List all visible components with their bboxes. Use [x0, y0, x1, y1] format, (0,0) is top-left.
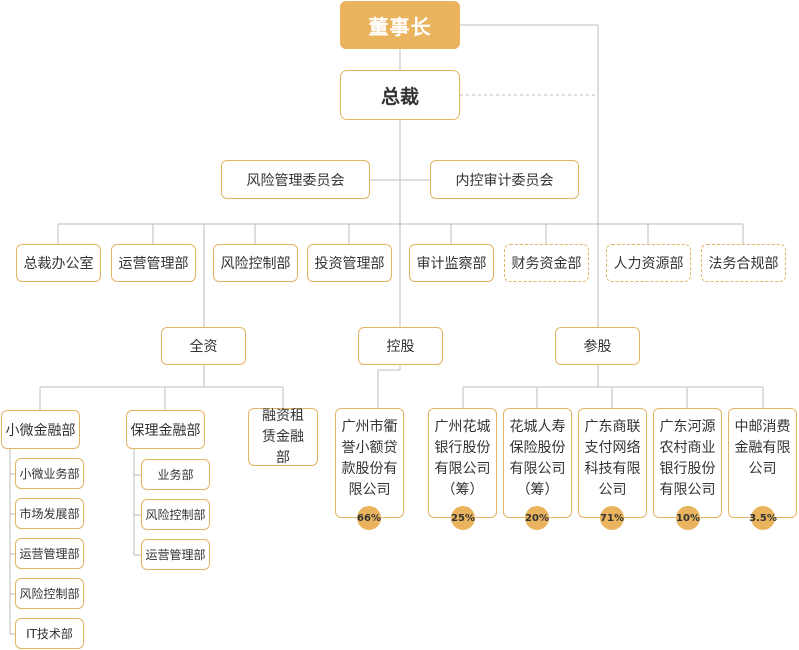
dept-finance: 财务资金部 [504, 244, 589, 282]
company-heyuan-bank: 广东河源农村商业银行股份有限公司 [653, 408, 722, 518]
company-shanglian-pay: 广东商联支付网络科技有限公司 [578, 408, 647, 518]
sub-risk-control: 风险控制部 [15, 578, 84, 609]
dept-hr: 人力资源部 [606, 244, 691, 282]
unit-micro-finance: 小微金融部 [1, 410, 80, 449]
dept-risk-control: 风险控制部 [213, 244, 298, 282]
company-name: 广东商联支付网络科技有限公司 [584, 419, 641, 498]
share-badge: 71% [600, 506, 624, 530]
sub-market-development: 市场发展部 [15, 498, 84, 529]
group-wholly-owned: 全资 [161, 327, 246, 365]
dept-operations: 运营管理部 [111, 244, 196, 282]
committee-risk-management: 风险管理委员会 [221, 160, 370, 199]
dept-legal: 法务合规部 [701, 244, 786, 282]
dept-investment: 投资管理部 [307, 244, 392, 282]
unit-factoring-finance: 保理金融部 [126, 410, 205, 449]
chairman-box: 董事长 [340, 1, 460, 49]
sub-it-tech: IT技术部 [15, 618, 84, 649]
company-name: 广州花城银行股份有限公司（筹） [434, 419, 491, 498]
company-huacheng-bank: 广州花城银行股份有限公司（筹） [428, 408, 497, 518]
president-box: 总裁 [340, 70, 460, 120]
company-huacheng-life: 花城人寿保险股份有限公司（筹） [503, 408, 572, 518]
share-badge: 66% [357, 506, 381, 530]
share-badge: 25% [451, 506, 475, 530]
sub-operations: 运营管理部 [15, 538, 84, 569]
company-name: 广州市衢誉小额贷款股份有限公司 [341, 419, 398, 498]
committee-internal-audit: 内控审计委员会 [430, 160, 579, 199]
sub-factoring-risk-control: 风险控制部 [141, 499, 210, 530]
group-participating: 参股 [555, 327, 640, 365]
dept-president-office: 总裁办公室 [16, 244, 101, 282]
group-holding: 控股 [358, 327, 443, 365]
sub-micro-business: 小微业务部 [15, 458, 84, 489]
sub-business: 业务部 [141, 459, 210, 490]
company-xiaoe-loan: 广州市衢誉小额贷款股份有限公司 [335, 408, 404, 518]
company-name: 花城人寿保险股份有限公司（筹） [509, 419, 566, 498]
dept-audit: 审计监察部 [409, 244, 494, 282]
share-badge: 3.5% [749, 506, 777, 530]
company-name: 广东河源农村商业银行股份有限公司 [659, 419, 716, 498]
company-youzheng-consumer: 中邮消费金融有限公司 [728, 408, 797, 518]
company-name: 中邮消费金融有限公司 [734, 419, 791, 477]
share-badge: 10% [676, 506, 700, 530]
share-badge: 20% [525, 506, 549, 530]
sub-factoring-operations: 运营管理部 [141, 539, 210, 570]
unit-leasing-finance: 融资租赁金融部 [248, 408, 318, 466]
